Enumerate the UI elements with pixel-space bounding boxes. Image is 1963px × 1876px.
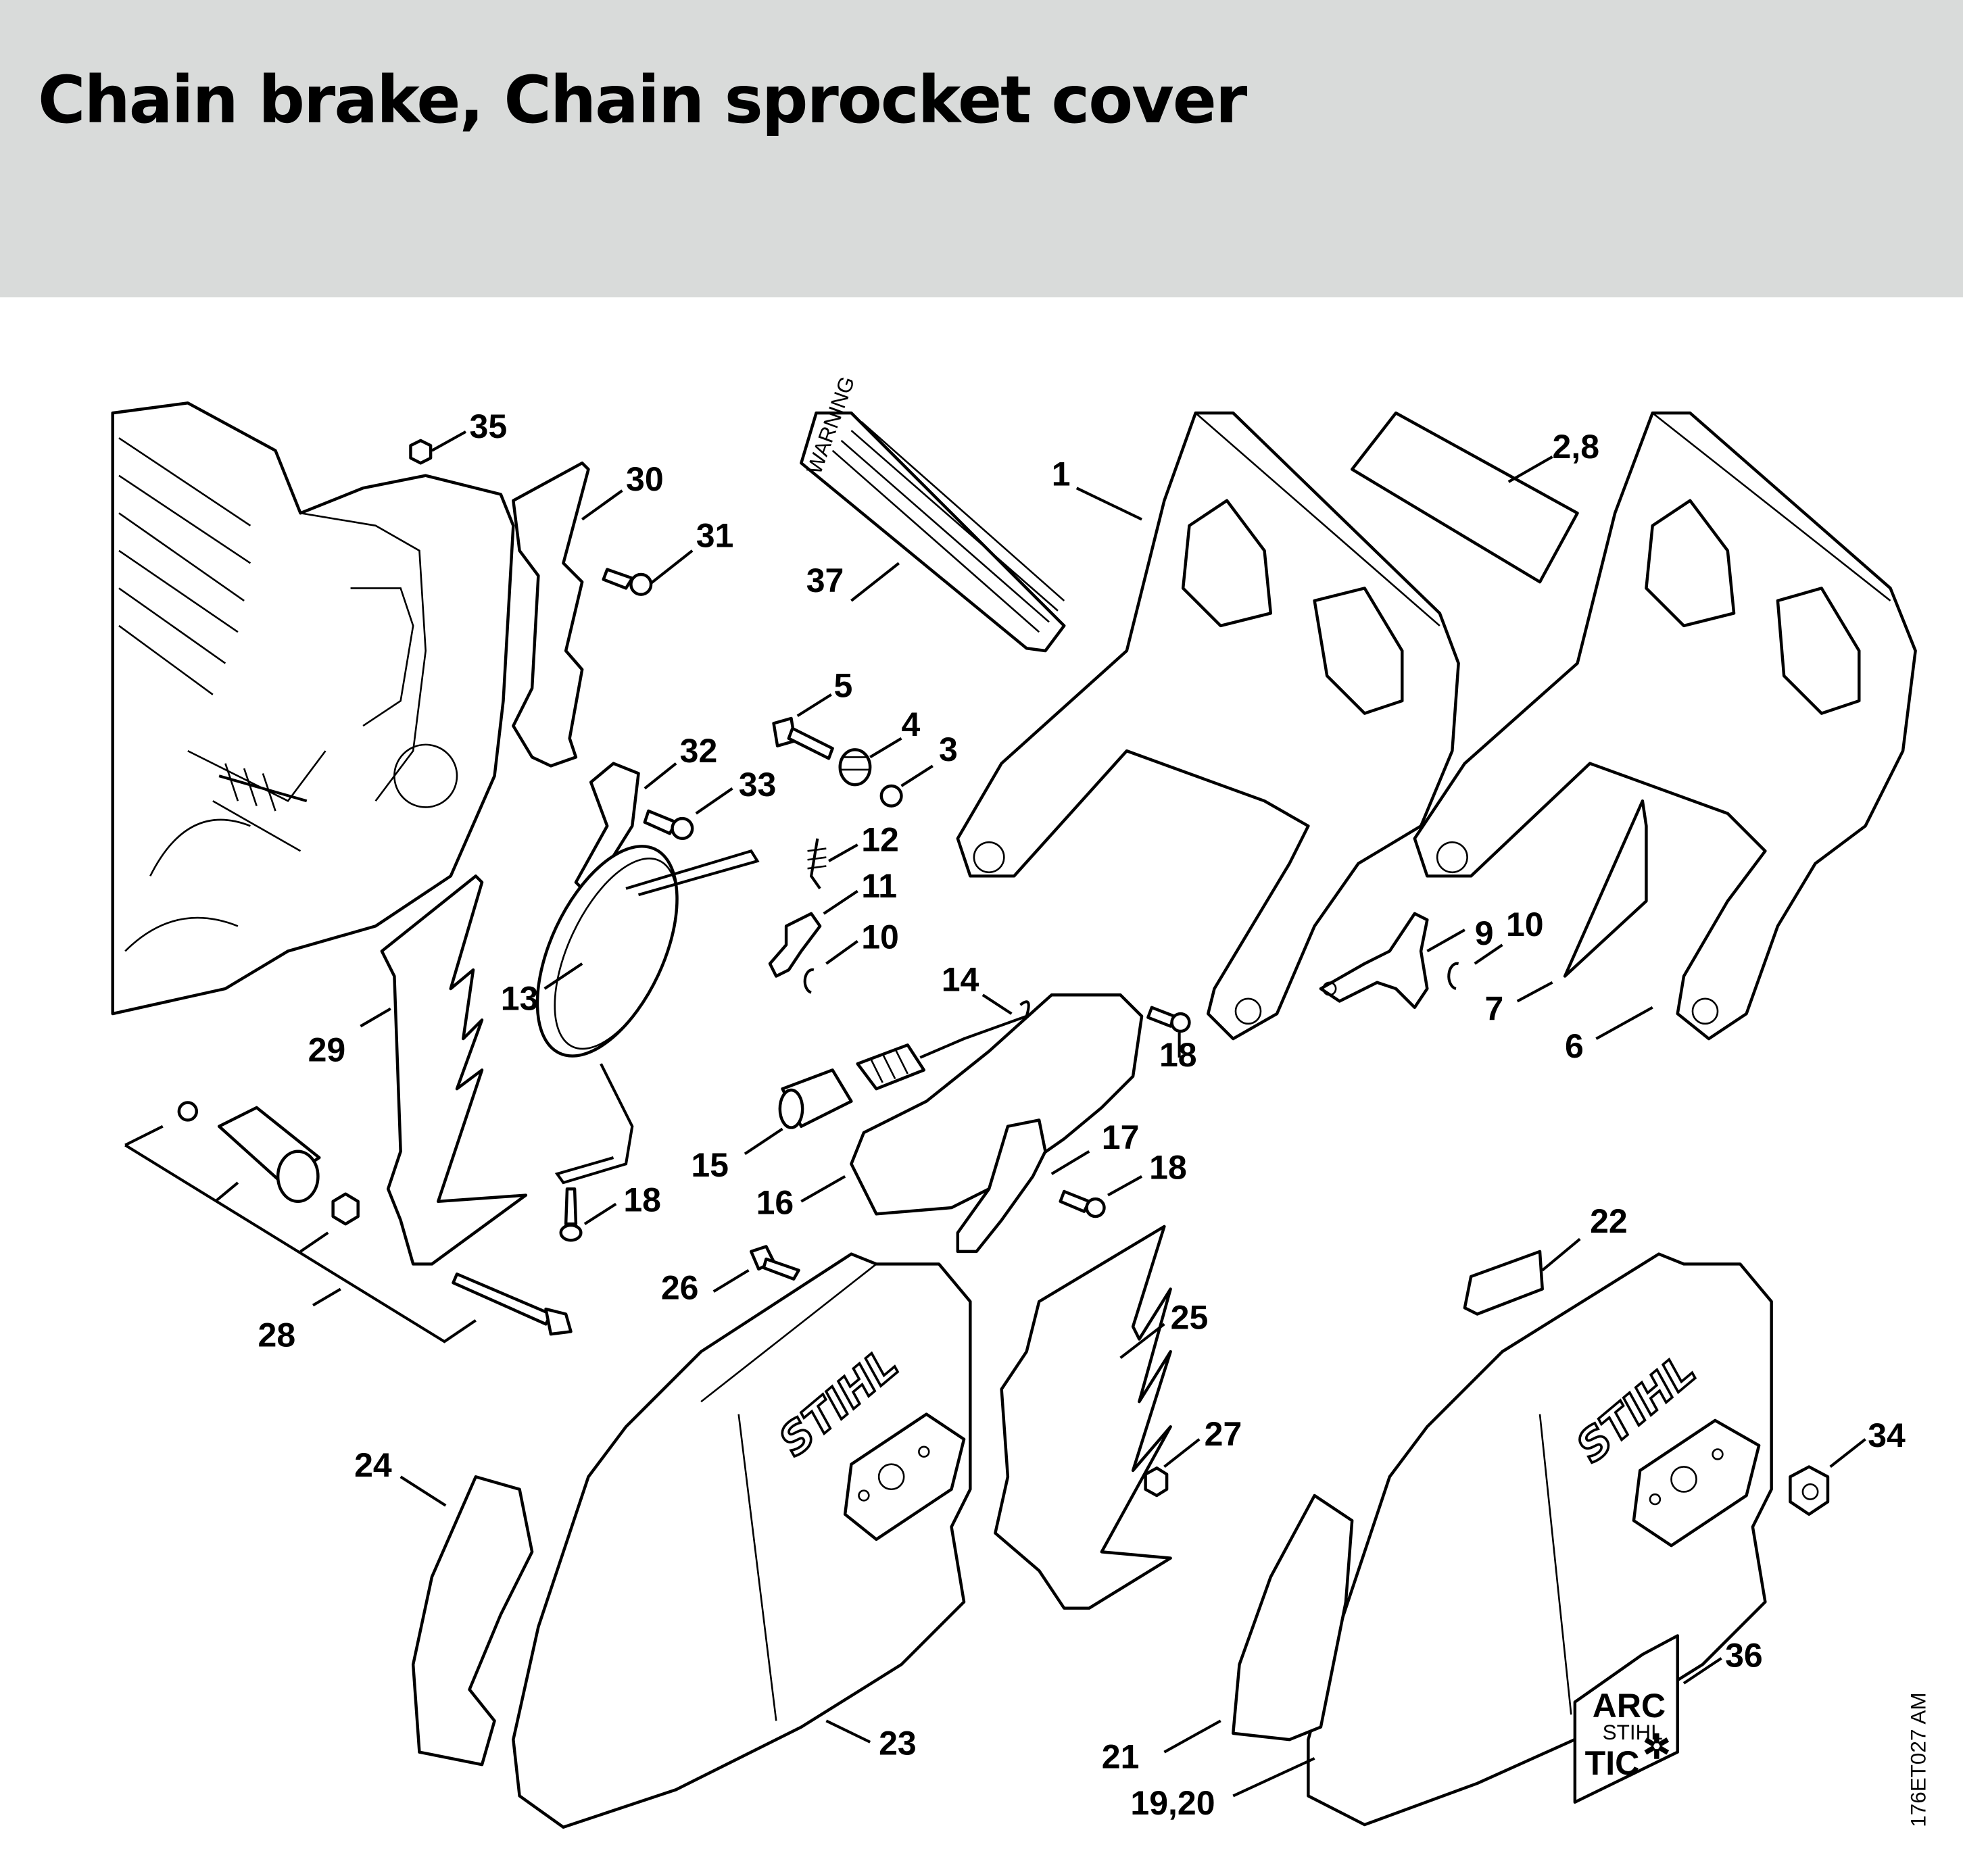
callout-36: 36 bbox=[1725, 1637, 1763, 1675]
chain-guide-part-24 bbox=[411, 1475, 534, 1767]
callout-4: 4 bbox=[901, 706, 920, 743]
callout-29: 29 bbox=[308, 1031, 346, 1068]
callout-12: 12 bbox=[861, 820, 899, 858]
nut-part-35 bbox=[409, 439, 433, 465]
callout-21: 21 bbox=[1102, 1738, 1140, 1776]
callout-6: 6 bbox=[1565, 1027, 1584, 1065]
lever-part-9 bbox=[1319, 912, 1429, 1010]
screw-part-33 bbox=[643, 809, 694, 840]
circlip-part-10a bbox=[803, 968, 815, 994]
screw-part-18-c bbox=[559, 1187, 583, 1242]
nut-part-34 bbox=[1789, 1465, 1830, 1516]
sprocket-cover-part-23: STIHL bbox=[512, 1252, 972, 1829]
callout-34: 34 bbox=[1868, 1416, 1906, 1454]
callout-23: 23 bbox=[879, 1724, 917, 1762]
callout-1: 1 bbox=[1052, 455, 1071, 493]
lever-part-11 bbox=[768, 912, 822, 978]
leader-lines bbox=[312, 430, 1866, 1798]
brake-lever-part-16 bbox=[850, 993, 1144, 1216]
plug-part-22 bbox=[1463, 1250, 1544, 1316]
callout-10-a: 10 bbox=[861, 918, 899, 956]
plate-part-30 bbox=[512, 461, 590, 768]
decal-part-2-8 bbox=[1350, 411, 1579, 584]
sprocket-cover-part-19-20: STIHL bbox=[1307, 1252, 1773, 1827]
callout-37: 37 bbox=[806, 562, 844, 599]
callout-5: 5 bbox=[833, 667, 852, 705]
screw-part-26 bbox=[750, 1245, 800, 1281]
arctic-decal-part-36: ARC STIHL TIC ✲ bbox=[1573, 1634, 1679, 1804]
callout-11: 11 bbox=[861, 867, 897, 905]
engine-housing-illustration bbox=[111, 401, 515, 1016]
hand-guard-part-1 bbox=[956, 411, 1460, 1041]
callout-18-b: 18 bbox=[1149, 1148, 1187, 1186]
callout-26: 26 bbox=[661, 1268, 699, 1306]
callout-16: 16 bbox=[756, 1183, 794, 1221]
callout-7: 7 bbox=[1485, 989, 1504, 1027]
callout-14: 14 bbox=[942, 961, 979, 999]
plate-part-7 bbox=[1563, 799, 1648, 978]
bumper-spike-part-25 bbox=[994, 1225, 1172, 1610]
circlip-part-10b bbox=[1447, 962, 1459, 990]
callout-30: 30 bbox=[626, 460, 664, 498]
arctic-decal-small: STIHL bbox=[1603, 1721, 1663, 1744]
snowflake-icon: ✲ bbox=[1643, 1728, 1671, 1766]
callout-18-c: 18 bbox=[623, 1181, 661, 1219]
callout-25: 25 bbox=[1171, 1299, 1209, 1337]
callout-9: 9 bbox=[1475, 914, 1494, 952]
sleeve-part-4 bbox=[838, 748, 872, 787]
bumper-kit-part-28 bbox=[124, 1101, 573, 1343]
hand-guard-part-6 bbox=[1413, 411, 1917, 1041]
screw-part-18-a bbox=[1146, 1006, 1191, 1033]
sleeve-part-15 bbox=[778, 1068, 853, 1129]
callout-22: 22 bbox=[1590, 1202, 1628, 1240]
callout-33: 33 bbox=[739, 766, 777, 804]
brake-band-part-13 bbox=[535, 845, 760, 1185]
screw-part-18-b bbox=[1059, 1189, 1106, 1218]
callout-15: 15 bbox=[691, 1146, 729, 1184]
callout-18-a: 18 bbox=[1159, 1036, 1197, 1074]
bumper-spike-part-29 bbox=[380, 874, 528, 1266]
callout-19-20: 19,20 bbox=[1130, 1784, 1215, 1822]
bushing-part-3 bbox=[879, 784, 903, 808]
callout-2-8: 2,8 bbox=[1553, 428, 1600, 466]
callout-17: 17 bbox=[1102, 1118, 1140, 1156]
hook-part-17 bbox=[956, 1118, 1047, 1254]
callout-31: 31 bbox=[696, 516, 734, 554]
arctic-decal-line2: TIC bbox=[1585, 1744, 1640, 1782]
screw-part-5 bbox=[772, 716, 834, 760]
screw-part-31 bbox=[602, 568, 653, 596]
chain-guide-part-21 bbox=[1232, 1494, 1354, 1742]
page-title: Chain brake, Chain sprocket cover bbox=[38, 62, 1247, 138]
drawing-code: 176ET027 AM bbox=[1906, 1692, 1930, 1827]
spring-part-12 bbox=[807, 838, 827, 890]
callout-27: 27 bbox=[1205, 1415, 1242, 1453]
callout-28: 28 bbox=[258, 1316, 296, 1354]
callout-10-b: 10 bbox=[1506, 906, 1544, 943]
callout-3: 3 bbox=[939, 731, 958, 768]
header-band: Chain brake, Chain sprocket cover bbox=[0, 0, 1963, 297]
callout-32: 32 bbox=[680, 732, 718, 770]
nut-part-27 bbox=[1144, 1466, 1169, 1498]
callout-labels: 35 30 31 37 1 2,8 5 4 3 32 33 12 11 10 1… bbox=[258, 408, 1906, 1822]
arctic-decal-line1: ARC bbox=[1593, 1687, 1666, 1725]
tension-spring-coil bbox=[856, 1043, 926, 1091]
callout-13: 13 bbox=[501, 979, 539, 1017]
callout-24: 24 bbox=[354, 1446, 392, 1484]
warning-decal-part-37: WARNING bbox=[800, 373, 1066, 653]
callout-35: 35 bbox=[470, 408, 508, 445]
